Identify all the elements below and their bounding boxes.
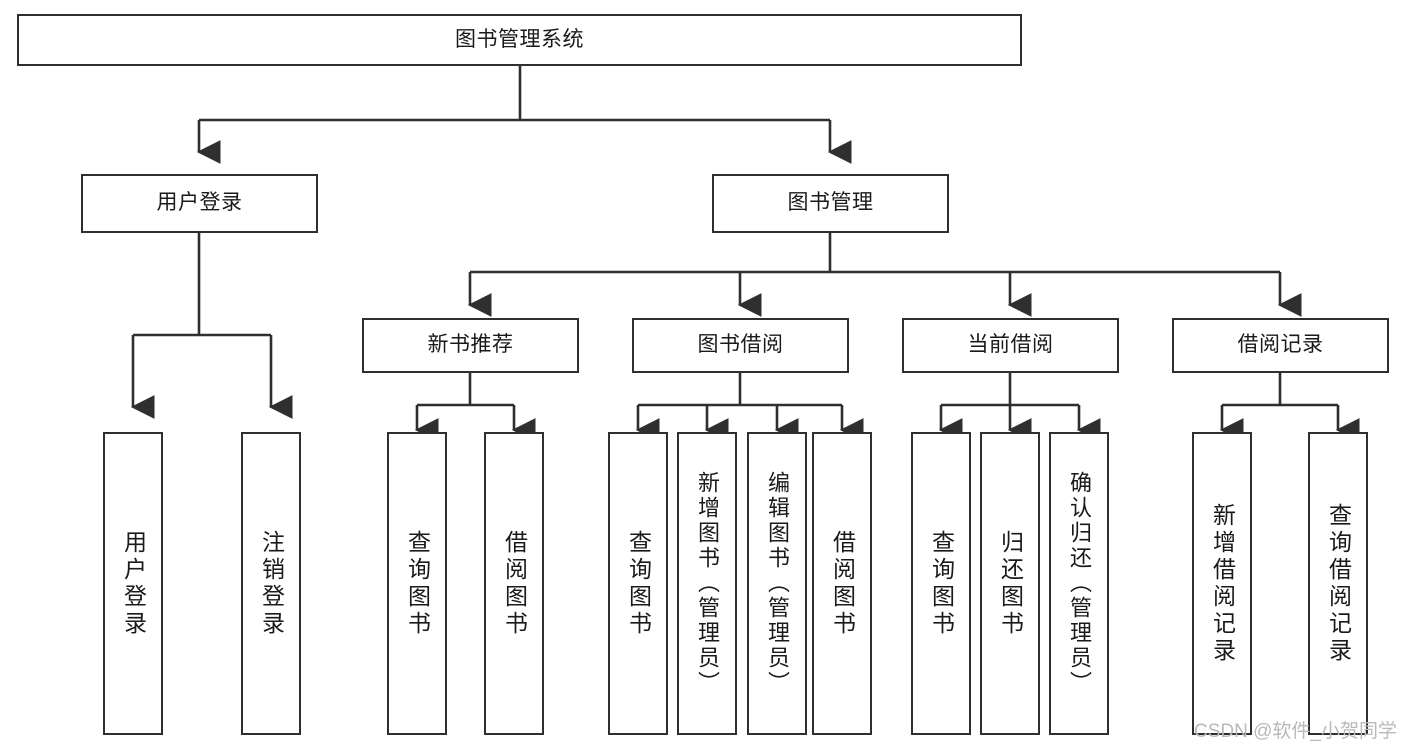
node-leaf-query-book-1[interactable]: 查询图书 <box>387 432 447 735</box>
node-borrow-record[interactable]: 借阅记录 <box>1172 318 1389 373</box>
node-leaf-confirm-return-label: 确认归还（管理员） <box>1067 471 1092 696</box>
node-user-login-label: 用户登录 <box>156 191 243 215</box>
node-current-borrow-label: 当前借阅 <box>967 333 1054 357</box>
node-leaf-borrow-book-2-label: 借阅图书 <box>829 529 856 638</box>
node-leaf-borrow-book-1[interactable]: 借阅图书 <box>484 432 544 735</box>
node-leaf-logout-label: 注销登录 <box>258 529 285 638</box>
csdn-watermark: CSDN @软件_小贺同学 <box>1194 721 1397 742</box>
node-leaf-user-login-label: 用户登录 <box>120 529 147 638</box>
node-leaf-add-record[interactable]: 新增借阅记录 <box>1192 432 1252 735</box>
node-leaf-user-login[interactable]: 用户登录 <box>103 432 163 735</box>
node-leaf-query-book-1-label: 查询图书 <box>404 529 431 638</box>
node-leaf-query-book-3-label: 查询图书 <box>928 529 955 638</box>
node-leaf-borrow-book-2[interactable]: 借阅图书 <box>812 432 872 735</box>
node-leaf-logout[interactable]: 注销登录 <box>241 432 301 735</box>
node-leaf-add-book[interactable]: 新增图书（管理员） <box>677 432 737 735</box>
node-borrow-record-label: 借阅记录 <box>1237 333 1324 357</box>
node-leaf-return-book-label: 归还图书 <box>997 529 1024 638</box>
node-root-label: 图书管理系统 <box>455 27 584 51</box>
node-leaf-confirm-return[interactable]: 确认归还（管理员） <box>1049 432 1109 735</box>
node-leaf-add-book-label: 新增图书（管理员） <box>695 471 720 696</box>
node-user-login[interactable]: 用户登录 <box>81 174 318 233</box>
node-current-borrow[interactable]: 当前借阅 <box>902 318 1119 373</box>
node-root[interactable]: 图书管理系统 <box>17 14 1022 66</box>
node-leaf-query-record-label: 查询借阅记录 <box>1325 502 1352 665</box>
node-new-book-recommend-label: 新书推荐 <box>427 333 514 357</box>
node-leaf-return-book[interactable]: 归还图书 <box>980 432 1040 735</box>
node-book-borrow-label: 图书借阅 <box>697 333 784 357</box>
node-leaf-query-book-2[interactable]: 查询图书 <box>608 432 668 735</box>
node-leaf-query-book-3[interactable]: 查询图书 <box>911 432 971 735</box>
node-new-book-recommend[interactable]: 新书推荐 <box>362 318 579 373</box>
node-leaf-add-record-label: 新增借阅记录 <box>1209 502 1236 665</box>
node-book-manage[interactable]: 图书管理 <box>712 174 949 233</box>
node-leaf-query-record[interactable]: 查询借阅记录 <box>1308 432 1368 735</box>
node-book-manage-label: 图书管理 <box>787 191 874 215</box>
node-leaf-borrow-book-1-label: 借阅图书 <box>501 529 528 638</box>
node-book-borrow[interactable]: 图书借阅 <box>632 318 849 373</box>
node-leaf-edit-book-label: 编辑图书（管理员） <box>765 471 790 696</box>
node-leaf-query-book-2-label: 查询图书 <box>625 529 652 638</box>
node-leaf-edit-book[interactable]: 编辑图书（管理员） <box>747 432 807 735</box>
